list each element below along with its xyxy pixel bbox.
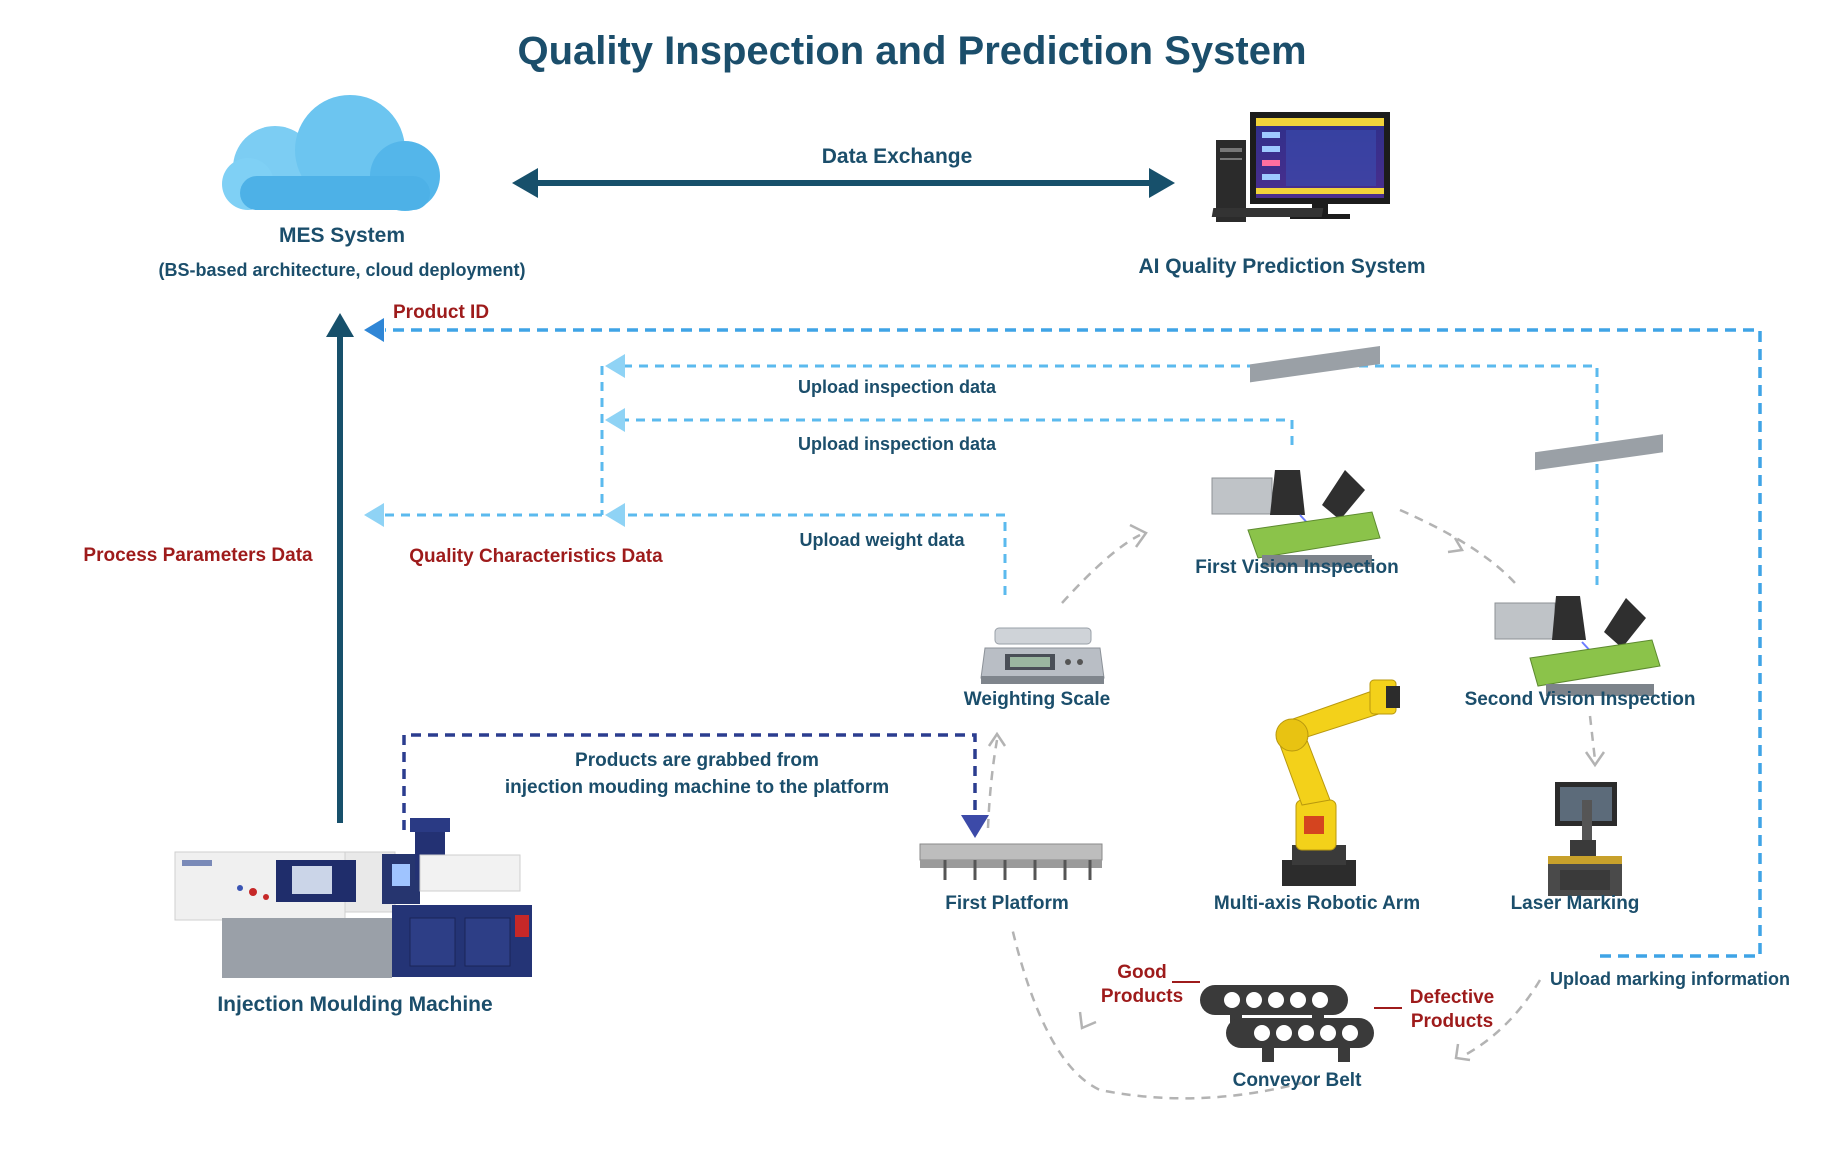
product-id-label: Product ID bbox=[393, 302, 489, 323]
conveyor-belt-label: Conveyor Belt bbox=[1233, 1070, 1362, 1091]
injection-moulding-machine-icon bbox=[174, 818, 532, 978]
cloud-icon bbox=[222, 95, 440, 211]
conveyor-belt-icon bbox=[1172, 981, 1402, 1062]
upload-inspection-first-label: Upload inspection data bbox=[798, 434, 997, 454]
injection-machine-label: Injection Moulding Machine bbox=[217, 993, 492, 1016]
first-platform-icon bbox=[919, 843, 1103, 880]
mes-system-label: MES System bbox=[279, 224, 405, 247]
quality-characteristics-flow bbox=[364, 366, 604, 527]
process-parameters-arrow bbox=[326, 313, 354, 823]
defective-products-label-line2: Products bbox=[1411, 1011, 1493, 1032]
second-vision-camera-icon bbox=[1494, 434, 1663, 696]
upload-inspection-second-label: Upload inspection data bbox=[798, 377, 997, 397]
process-parameters-label: Process Parameters Data bbox=[83, 545, 313, 566]
upload-marking-label: Upload marking information bbox=[1550, 969, 1790, 989]
data-exchange-label: Data Exchange bbox=[822, 145, 973, 168]
grab-products-label-line2: injection mouding machine to the platfor… bbox=[505, 777, 889, 798]
weighting-scale-icon bbox=[980, 627, 1105, 684]
first-platform-label: First Platform bbox=[945, 893, 1069, 914]
defective-products-label-line1: Defective bbox=[1410, 987, 1495, 1008]
laser-marking-icon bbox=[1548, 782, 1622, 896]
good-products-label-line1: Good bbox=[1117, 962, 1167, 983]
first-vision-label: First Vision Inspection bbox=[1195, 557, 1398, 578]
robotic-arm-label: Multi-axis Robotic Arm bbox=[1214, 893, 1420, 914]
page-title: Quality Inspection and Prediction System bbox=[517, 29, 1306, 73]
grab-products-label-line1: Products are grabbed from bbox=[575, 750, 819, 771]
good-products-label-line2: Products bbox=[1101, 986, 1183, 1007]
laser-marking-label: Laser Marking bbox=[1511, 893, 1640, 914]
data-exchange-arrow bbox=[512, 168, 1175, 198]
process-loop-arrowheads bbox=[987, 523, 1606, 1062]
grab-products-flow bbox=[402, 733, 989, 838]
ai-system-label: AI Quality Prediction System bbox=[1138, 255, 1425, 278]
second-vision-label: Second Vision Inspection bbox=[1465, 689, 1696, 710]
robotic-arm-icon bbox=[1275, 679, 1400, 886]
upload-inspection-first-flow bbox=[605, 408, 1294, 445]
first-vision-camera-icon bbox=[1211, 346, 1381, 567]
upload-weight-flow bbox=[605, 503, 1007, 595]
mes-system-subtitle: (BS-based architecture, cloud deployment… bbox=[158, 260, 525, 280]
upload-weight-label: Upload weight data bbox=[799, 530, 965, 550]
upload-inspection-second-flow bbox=[605, 354, 1599, 585]
desktop-computer-icon bbox=[1211, 112, 1390, 222]
process-loop bbox=[986, 508, 1597, 1100]
weighting-scale-label: Weighting Scale bbox=[964, 689, 1110, 710]
product-id-flow bbox=[364, 318, 1762, 958]
quality-characteristics-label: Quality Characteristics Data bbox=[409, 546, 663, 567]
